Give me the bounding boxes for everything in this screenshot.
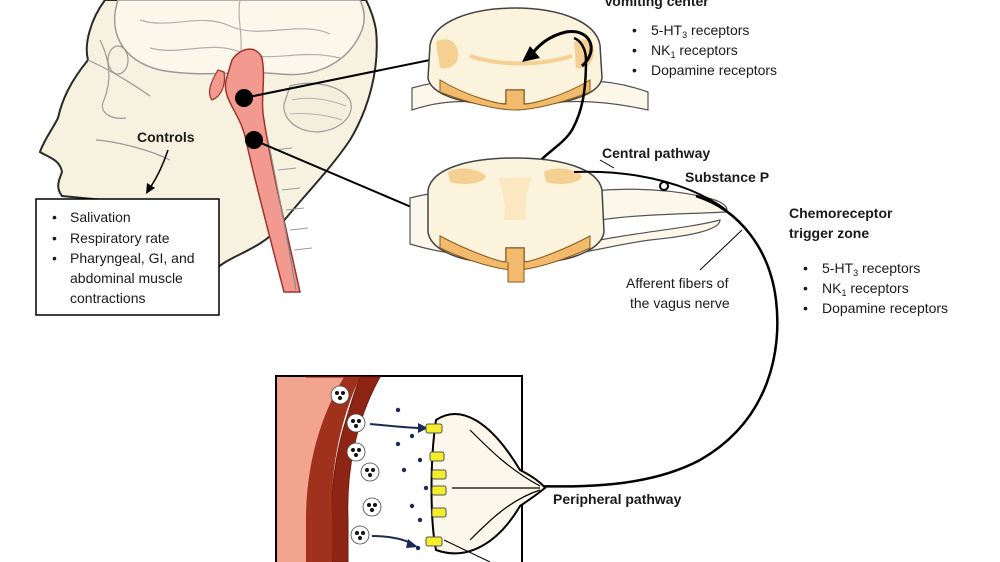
svg-text:Chemoreceptor: Chemoreceptor [789,205,893,221]
svg-text:5-HT3 receptors: 5-HT3 receptors [651,22,749,40]
svg-text:NK1 receptors: NK1 receptors [651,42,738,60]
ctz-label: Chemoreceptor trigger zone [789,205,893,241]
svg-text:Afferent fibers of: Afferent fibers of [626,275,729,291]
svg-text:•: • [803,300,808,316]
controls-item: Salivation [70,209,131,225]
central-pathway-fiber [573,170,727,211]
svg-text:•: • [52,250,57,266]
controls-item: Pharyngeal, GI, and [70,250,195,266]
svg-text:•: • [803,260,808,276]
svg-text:5-HT3 receptors: 5-HT3 receptors [822,260,920,278]
connector-ctz [253,139,431,216]
connector-vomiting-center [243,59,431,99]
svg-text:the vagus nerve: the vagus nerve [630,295,730,311]
controls-item: contractions [70,290,145,306]
vagus-fiber [519,194,779,488]
substance-p-label: Substance P [685,169,769,185]
svg-text:Dopamine receptors: Dopamine receptors [651,62,777,78]
controls-item: Respiratory rate [70,230,170,246]
ctz-section [409,157,728,283]
svg-text:•: • [632,42,637,58]
vomiting-center-section [411,7,649,111]
afferent-label: Afferent fibers of the vagus nerve [626,275,730,311]
svg-text:•: • [632,22,637,38]
svg-text:trigger zone: trigger zone [789,225,869,241]
ctz-receptors: • 5-HT3 receptors • NK1 receptors • Dopa… [803,260,948,316]
svg-text:•: • [52,209,57,225]
gi-inset [275,375,547,562]
controls-arrow [149,149,169,189]
svg-text:Dopamine receptors: Dopamine receptors [822,300,948,316]
central-fiber [526,36,588,187]
vomiting-center-title: Vomiting center [604,0,709,9]
svg-text:NK1 receptors: NK1 receptors [822,280,909,298]
controls-item: abdominal muscle [70,270,183,286]
controls-box: • Salivation • Respiratory rate • Pharyn… [35,198,220,316]
central-pathway-label: Central pathway [602,145,710,161]
svg-text:•: • [632,62,637,78]
peripheral-pathway-label: Peripheral pathway [553,491,682,507]
svg-text:•: • [52,230,57,246]
svg-text:•: • [803,280,808,296]
controls-label: Controls [137,129,195,145]
vomiting-center-receptors: • 5-HT3 receptors • NK1 receptors • Dopa… [632,22,777,78]
